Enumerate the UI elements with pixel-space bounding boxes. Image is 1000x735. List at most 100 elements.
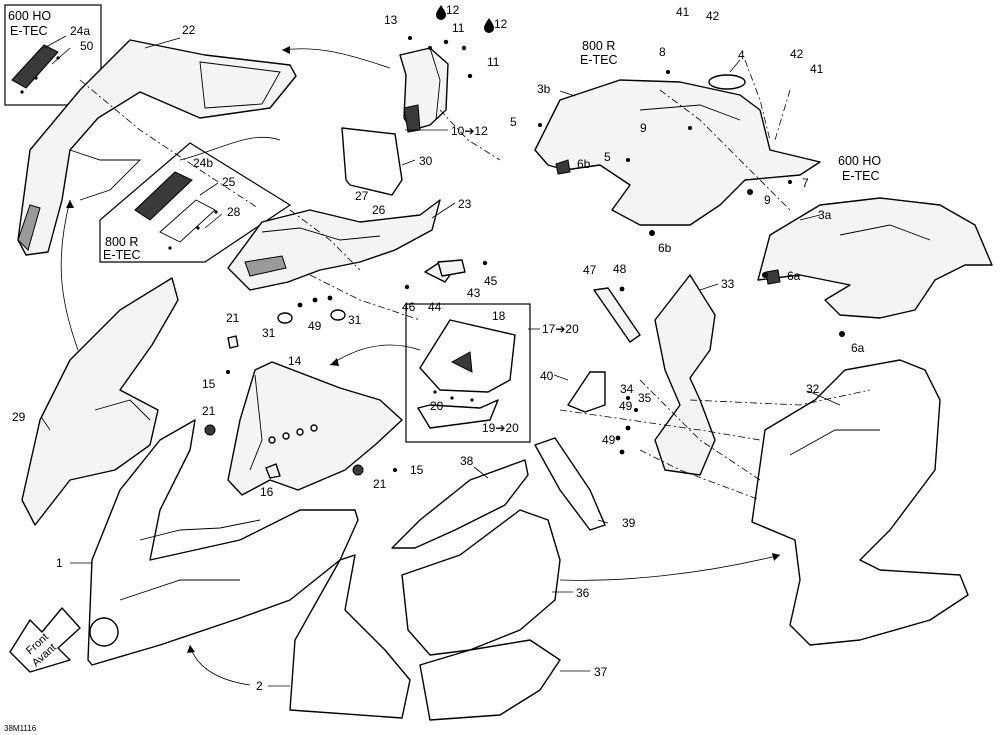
label-6a-1: 6a <box>787 269 801 283</box>
part-38 <box>391 459 529 549</box>
label-34: 34 <box>620 382 634 396</box>
label-9a: 9 <box>640 121 647 135</box>
label-3a: 3a <box>818 208 832 222</box>
label-6a-2: 6a <box>851 341 865 355</box>
label-14: 14 <box>288 354 302 368</box>
label-22: 22 <box>182 23 196 37</box>
note-etec-800-top: E-TEC <box>580 53 618 67</box>
label-33: 33 <box>721 277 735 291</box>
note-800r-left: 800 R <box>105 235 138 249</box>
label-48: 48 <box>613 262 627 276</box>
label-18: 18 <box>492 309 506 323</box>
inset-box-24b <box>99 142 292 263</box>
part-37 <box>419 639 561 721</box>
label-32: 32 <box>806 382 820 396</box>
note-etec-right: E-TEC <box>842 169 880 183</box>
label-43: 43 <box>467 286 481 300</box>
label-10-12: 10➔12 <box>451 124 488 138</box>
drawing-reference-number: 38M1116 <box>4 724 37 733</box>
assembly-lines <box>79 59 871 501</box>
label-31b: 31 <box>348 313 362 327</box>
label-41a: 41 <box>676 5 690 19</box>
label-47: 47 <box>583 263 597 277</box>
part-32-side-panel <box>751 359 969 646</box>
label-1: 1 <box>56 556 63 570</box>
label-16: 16 <box>260 485 274 499</box>
label-35: 35 <box>638 391 652 405</box>
part-22-upper-fairing <box>17 39 297 256</box>
label-7: 7 <box>802 176 809 190</box>
inset-box-24a <box>4 4 102 106</box>
label-4: 4 <box>738 48 745 62</box>
leader-lines <box>41 37 841 687</box>
assembly-arrows <box>60 46 781 686</box>
label-19-20: 19➔20 <box>482 421 519 435</box>
note-600ho-top: 600 HO <box>8 9 51 23</box>
label-8: 8 <box>659 45 666 59</box>
label-31a: 31 <box>262 326 276 340</box>
hardware-screws <box>226 36 845 479</box>
part-3a-tank-cover <box>757 197 993 319</box>
note-etec-800-left: E-TEC <box>103 248 141 262</box>
part-1-hood <box>87 419 359 666</box>
label-11a: 11 <box>452 21 465 35</box>
label-6b-1: 6b <box>577 157 591 171</box>
label-49a: 49 <box>308 319 322 333</box>
label-17-20: 17➔20 <box>542 322 579 336</box>
label-24b: 24b <box>193 156 213 170</box>
label-40: 40 <box>540 369 554 383</box>
label-41b: 41 <box>810 62 824 76</box>
part-29-side-panel <box>21 277 179 526</box>
label-28: 28 <box>227 205 241 219</box>
label-49b: 49 <box>602 433 616 447</box>
part-39 <box>534 437 606 531</box>
part-14-bracket <box>204 361 403 496</box>
label-36: 36 <box>576 586 590 600</box>
label-13: 13 <box>384 13 398 27</box>
label-42a: 42 <box>706 9 720 23</box>
label-3b: 3b <box>537 82 551 96</box>
label-20: 20 <box>430 399 444 413</box>
label-29: 29 <box>12 410 26 424</box>
label-27: 27 <box>355 189 369 203</box>
note-800r-top: 800 R <box>582 39 615 53</box>
label-12b: 12 <box>494 17 508 31</box>
label-2: 2 <box>256 679 263 693</box>
label-25: 25 <box>222 175 236 189</box>
part-labels: 1 2 3a 3b 4 5 5 6a 6a 6b 6b 7 8 9 9 10➔1… <box>12 3 865 693</box>
label-21a: 21 <box>226 311 240 325</box>
part-40 <box>567 371 606 413</box>
label-37: 37 <box>594 665 608 679</box>
label-42b: 42 <box>790 47 804 61</box>
label-24a: 24a <box>70 24 90 38</box>
label-5b: 5 <box>604 150 611 164</box>
label-39: 39 <box>622 516 636 530</box>
label-5a: 5 <box>510 115 517 129</box>
label-21c: 21 <box>373 477 387 491</box>
part-30 <box>341 127 403 196</box>
note-etec-top: E-TEC <box>10 24 48 38</box>
label-6b-2: 6b <box>658 241 672 255</box>
label-45: 45 <box>484 274 498 288</box>
part-36 <box>401 509 561 656</box>
label-50: 50 <box>80 39 94 53</box>
label-12a: 12 <box>446 3 460 17</box>
label-44: 44 <box>428 300 442 314</box>
label-21b: 21 <box>202 404 216 418</box>
label-30: 30 <box>419 154 433 168</box>
label-26: 26 <box>372 203 386 217</box>
label-49c: 49 <box>619 399 633 413</box>
label-11b: 11 <box>487 55 500 69</box>
label-46: 46 <box>402 300 416 314</box>
label-23: 23 <box>458 197 472 211</box>
label-15a: 15 <box>202 377 216 391</box>
note-600ho-right: 600 HO <box>838 154 881 168</box>
lubricant-drop-icons <box>436 5 494 33</box>
part-2-lower-panel <box>289 554 411 719</box>
part-10-bracket <box>399 47 449 133</box>
model-notes: 600 HO E-TEC 800 R E-TEC 600 HO E-TEC 80… <box>8 9 881 262</box>
label-38: 38 <box>460 454 474 468</box>
inset-box-17-20 <box>405 303 531 443</box>
label-9b: 9 <box>764 193 771 207</box>
